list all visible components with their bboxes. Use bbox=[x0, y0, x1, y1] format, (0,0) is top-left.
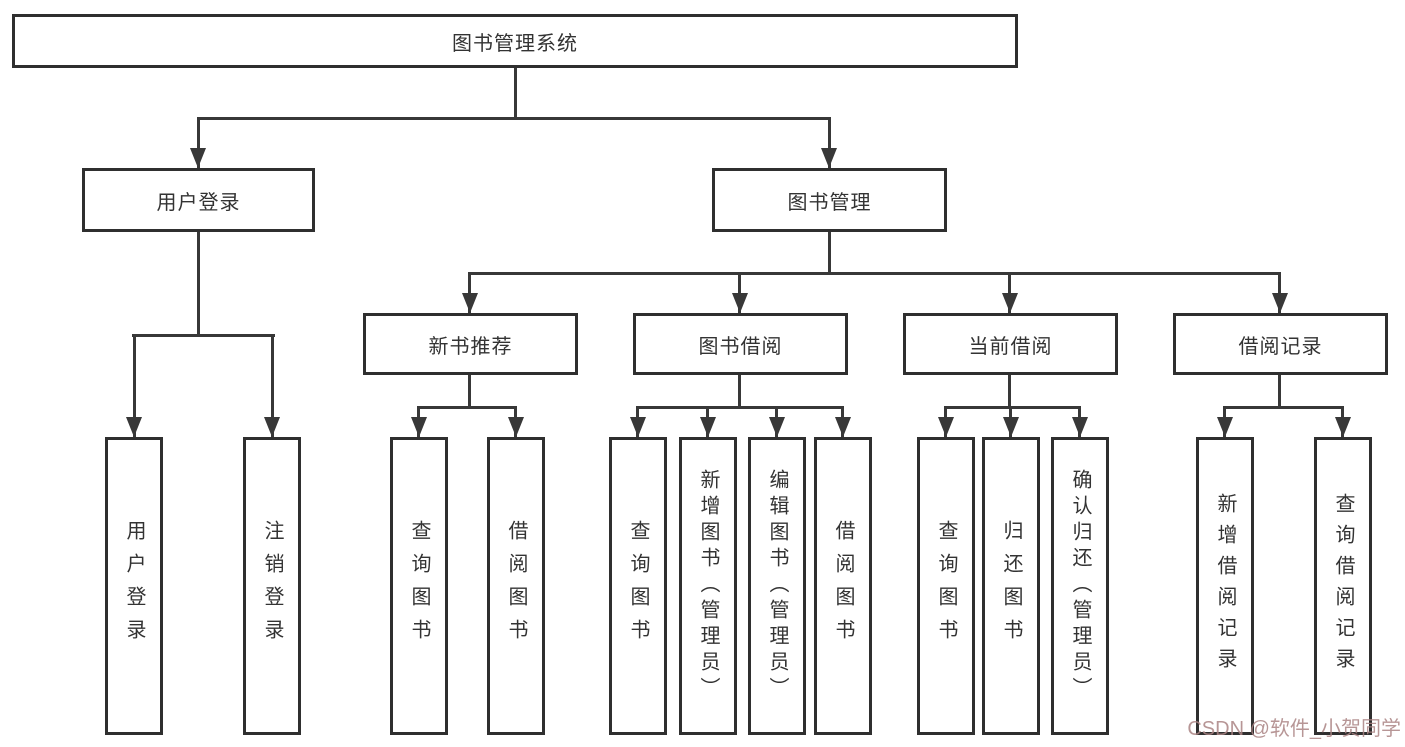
node-book-management: 图书管理 bbox=[712, 168, 947, 232]
connector-line bbox=[944, 406, 1081, 409]
watermark: CSDN @软件_小贺同学 bbox=[1187, 718, 1401, 740]
node-root: 图书管理系统 bbox=[12, 14, 1018, 68]
arrowhead-icon bbox=[700, 417, 716, 437]
node-leaf-add-book-admin: 新增图书（管理员） bbox=[679, 437, 737, 735]
node-leaf-query-books-current: 查询图书 bbox=[917, 437, 975, 735]
node-label: 确认归还（管理员） bbox=[1069, 469, 1091, 703]
connector-line bbox=[132, 334, 275, 337]
node-label: 用户登录 bbox=[123, 520, 145, 652]
arrowhead-icon bbox=[1072, 417, 1088, 437]
connector-line bbox=[468, 272, 471, 313]
connector-line bbox=[1008, 375, 1011, 408]
node-label: 借阅图书 bbox=[505, 520, 527, 652]
connector-line bbox=[468, 272, 1281, 275]
node-label: 编辑图书（管理员） bbox=[766, 469, 788, 703]
connector-line bbox=[197, 232, 200, 335]
connector-line bbox=[417, 406, 517, 409]
node-new-book-recommend: 新书推荐 bbox=[363, 313, 578, 375]
connector-line bbox=[738, 375, 741, 408]
node-leaf-logout: 注销登录 bbox=[243, 437, 301, 735]
node-label: 查询图书 bbox=[627, 520, 649, 652]
node-leaf-return-book: 归还图书 bbox=[982, 437, 1040, 735]
node-leaf-confirm-return-admin: 确认归还（管理员） bbox=[1051, 437, 1109, 735]
node-leaf-add-borrow-record: 新增借阅记录 bbox=[1196, 437, 1254, 735]
node-book-borrowing: 图书借阅 bbox=[633, 313, 848, 375]
node-leaf-query-books-borrowing: 查询图书 bbox=[609, 437, 667, 735]
node-leaf-user-login: 用户登录 bbox=[105, 437, 163, 735]
node-label: 图书管理 bbox=[787, 191, 872, 214]
connector-line bbox=[197, 117, 831, 120]
node-label: 注销登录 bbox=[261, 520, 283, 652]
node-leaf-borrow-books-recommend: 借阅图书 bbox=[487, 437, 545, 735]
arrowhead-icon bbox=[264, 417, 280, 437]
connector-line bbox=[1278, 272, 1281, 313]
node-label: 查询图书 bbox=[935, 520, 957, 652]
node-label: 借阅图书 bbox=[832, 520, 854, 652]
arrowhead-icon bbox=[190, 148, 206, 168]
arrowhead-icon bbox=[411, 417, 427, 437]
connector-line bbox=[636, 406, 844, 409]
connector-line bbox=[514, 68, 517, 118]
arrowhead-icon bbox=[1217, 417, 1233, 437]
node-borrowing-records: 借阅记录 bbox=[1173, 313, 1388, 375]
node-label: 归还图书 bbox=[1000, 520, 1022, 652]
arrowhead-icon bbox=[821, 148, 837, 168]
node-leaf-query-books-recommend: 查询图书 bbox=[390, 437, 448, 735]
arrowhead-icon bbox=[1272, 293, 1288, 313]
connector-line bbox=[828, 117, 831, 168]
node-label: 当前借阅 bbox=[968, 335, 1053, 358]
node-label: 图书管理系统 bbox=[452, 32, 578, 55]
node-label: 新增借阅记录 bbox=[1214, 493, 1236, 679]
node-leaf-borrow-books: 借阅图书 bbox=[814, 437, 872, 735]
arrowhead-icon bbox=[1003, 417, 1019, 437]
node-label: 新书推荐 bbox=[428, 335, 513, 358]
arrowhead-icon bbox=[1002, 293, 1018, 313]
arrowhead-icon bbox=[630, 417, 646, 437]
node-current-borrowing: 当前借阅 bbox=[903, 313, 1118, 375]
connector-line bbox=[1223, 406, 1344, 409]
node-label: 新增图书（管理员） bbox=[697, 469, 719, 703]
node-label: 借阅记录 bbox=[1238, 335, 1323, 358]
connector-line bbox=[197, 117, 200, 168]
node-leaf-edit-book-admin: 编辑图书（管理员） bbox=[748, 437, 806, 735]
arrowhead-icon bbox=[508, 417, 524, 437]
arrowhead-icon bbox=[1335, 417, 1351, 437]
arrowhead-icon bbox=[732, 293, 748, 313]
arrowhead-icon bbox=[769, 417, 785, 437]
node-label: 图书借阅 bbox=[698, 335, 783, 358]
node-leaf-query-borrow-record: 查询借阅记录 bbox=[1314, 437, 1372, 735]
connector-line bbox=[1008, 272, 1011, 313]
connector-line bbox=[271, 334, 274, 437]
node-label: 查询图书 bbox=[408, 520, 430, 652]
arrowhead-icon bbox=[938, 417, 954, 437]
connector-line bbox=[133, 334, 136, 437]
connector-line bbox=[738, 272, 741, 313]
arrowhead-icon bbox=[126, 417, 142, 437]
node-label: 用户登录 bbox=[156, 191, 241, 214]
arrowhead-icon bbox=[835, 417, 851, 437]
connector-line bbox=[468, 375, 471, 408]
arrowhead-icon bbox=[462, 293, 478, 313]
node-user-login: 用户登录 bbox=[82, 168, 315, 232]
node-label: 查询借阅记录 bbox=[1332, 493, 1354, 679]
connector-line bbox=[828, 232, 831, 273]
connector-line bbox=[1278, 375, 1281, 408]
